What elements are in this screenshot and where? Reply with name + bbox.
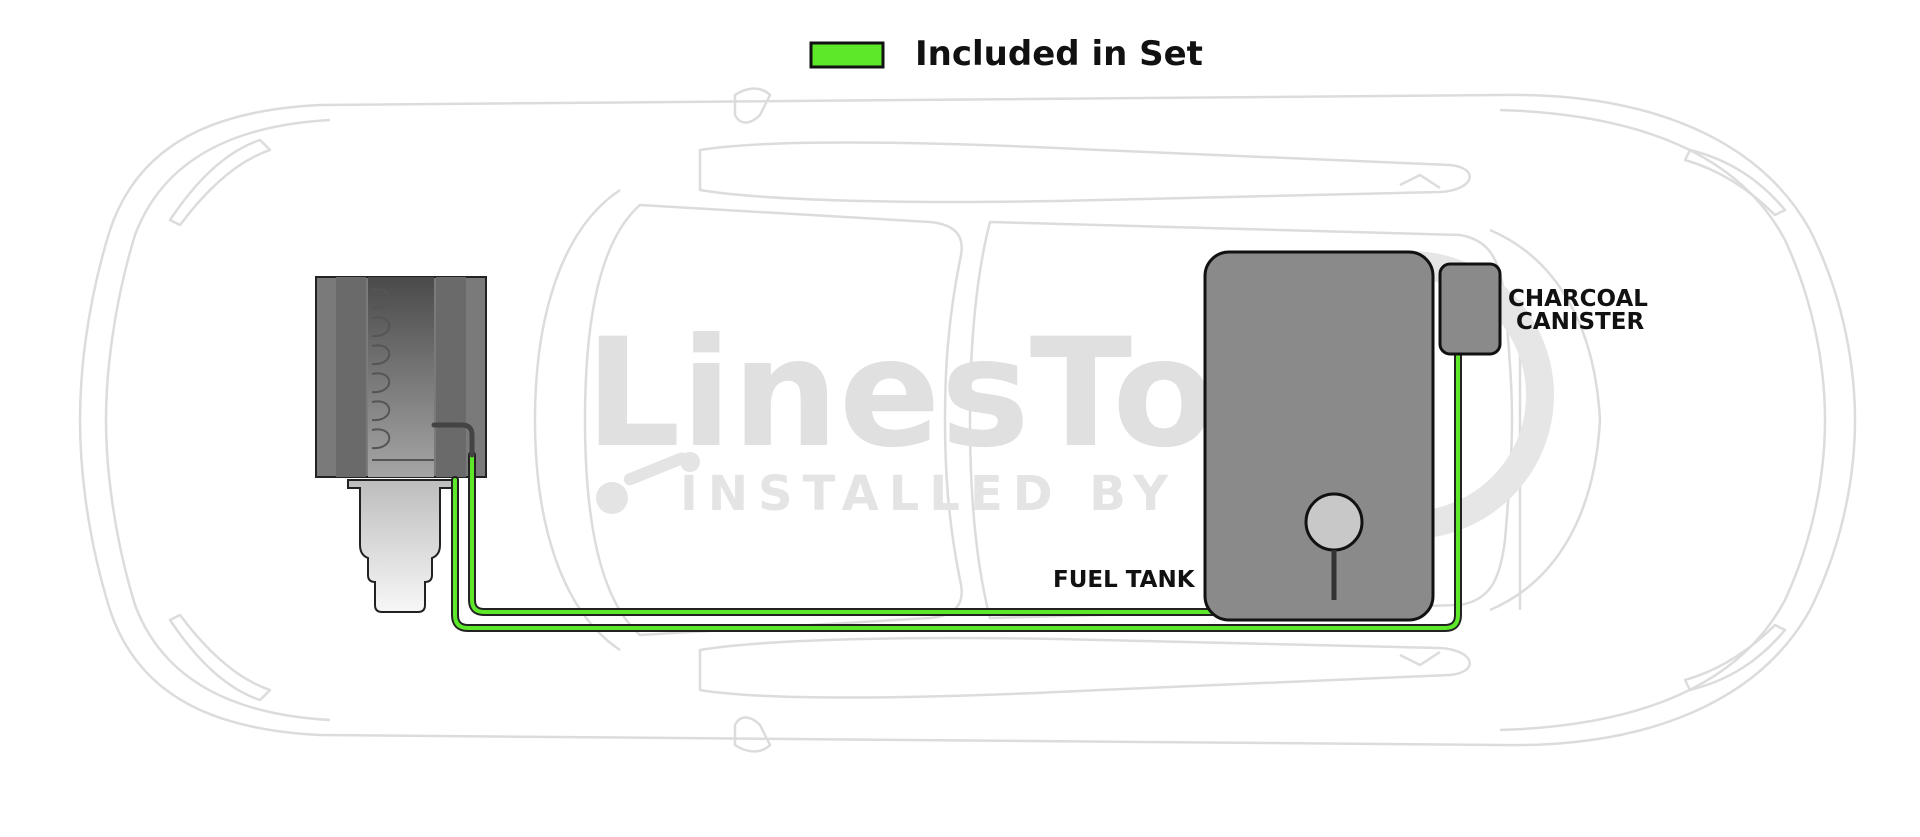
evap-line	[453, 348, 1460, 630]
charcoal-canister-icon	[1438, 262, 1502, 356]
legend-label: Included in Set	[915, 34, 1203, 74]
fuel-tank-label: FUEL TANK	[1053, 567, 1196, 593]
transmission-icon	[347, 479, 459, 613]
legend: Included in Set	[809, 34, 1203, 74]
charcoal-canister-label-line1: CHARCOAL	[1508, 286, 1648, 312]
fuel-tank-icon	[1203, 250, 1435, 622]
watermark-brand: LinesTo	[585, 307, 1215, 481]
charcoal-canister-label-line2: CANISTER	[1516, 309, 1644, 335]
fuel-pump-icon	[1304, 492, 1364, 552]
engine-connector-line	[431, 422, 475, 458]
wrench-icon	[596, 452, 700, 514]
legend-swatch	[809, 41, 885, 69]
engine-icon	[315, 276, 487, 478]
watermark-tagline: INSTALLED BY	[680, 466, 1178, 522]
